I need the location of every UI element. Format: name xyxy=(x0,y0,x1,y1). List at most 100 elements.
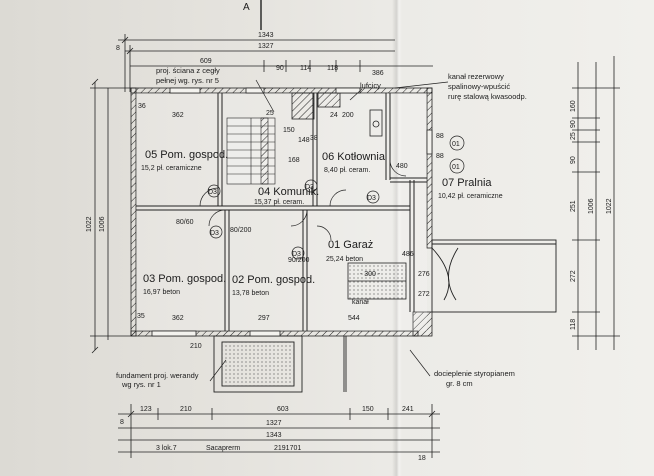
dim-90: 90 xyxy=(276,65,284,72)
interior-walls xyxy=(136,93,427,331)
window-tag: 01 xyxy=(452,164,460,171)
dim-edge-8-top: 8 xyxy=(116,45,120,52)
room-02-name: 02 Pom. gospod. xyxy=(232,274,315,286)
dim-inner-bottom: 1327 xyxy=(266,420,282,427)
foundation-note-1: fundament proj. werandy xyxy=(116,371,199,380)
dim-241: 241 xyxy=(402,406,414,413)
dim-210: 210 xyxy=(180,406,192,413)
top-dimensions xyxy=(118,34,433,92)
room-07-name: 07 Pralnia xyxy=(442,177,492,189)
room-01-name: 01 Garaż xyxy=(328,239,373,251)
dim-362-bottom: 362 xyxy=(172,315,184,322)
room-06-name: 06 Kotłownia xyxy=(322,151,386,163)
dim-overall-right: 1022 xyxy=(606,198,613,214)
dim-90-right-b: 90 xyxy=(570,156,577,164)
room-03-name: 03 Pom. gospod. xyxy=(143,273,226,285)
door-tag: D3 xyxy=(210,230,219,237)
garage-pit xyxy=(347,262,407,300)
door-tag: D3 xyxy=(367,195,376,202)
dim-inner-left: 1006 xyxy=(99,216,106,232)
window-tag: 01 xyxy=(452,141,460,148)
dim-88-b: 88 xyxy=(436,153,444,160)
door-tag: D3 xyxy=(208,189,217,196)
door-tag: D3 xyxy=(305,184,314,191)
dim-35: 35 xyxy=(137,313,145,320)
dim-386: 386 xyxy=(372,70,384,77)
wall-note-1: proj. ściana z cegły xyxy=(156,66,220,75)
dim-480: 480 xyxy=(396,163,408,170)
room-05-name: 05 Pom. gospod. xyxy=(145,149,228,161)
kanal-label: kanał xyxy=(352,299,369,306)
door-tag-group xyxy=(207,179,380,260)
left-dimensions xyxy=(90,78,131,354)
staircase xyxy=(226,117,276,185)
garage-annex xyxy=(431,239,557,313)
dim-168: 168 xyxy=(288,157,300,164)
dim-90-right-a: 90 xyxy=(570,120,577,128)
dim-38: 38 xyxy=(310,135,318,142)
dim-150: 150 xyxy=(283,127,295,134)
dim-276: 276 xyxy=(418,271,430,278)
dim-123: 123 xyxy=(140,406,152,413)
stamp-right: 2191701 xyxy=(274,445,301,452)
paper-fold xyxy=(392,0,402,476)
room-01-info: 25,24 beton xyxy=(326,256,363,263)
room-03-info: 16,97 beton xyxy=(143,289,180,296)
flue-note-3: rurę stalową kwasoodp. xyxy=(448,92,527,101)
foundation-note-2: wg rys. nr 1 xyxy=(121,380,161,389)
insulation-note-2: gr. 8 cm xyxy=(446,379,473,388)
dim-36: 36 xyxy=(138,103,146,110)
door-swings xyxy=(199,159,407,241)
dim-118: 118 xyxy=(327,65,338,72)
dim-overall-top: 1343 xyxy=(258,32,274,39)
dim-90-200: 90/200 xyxy=(288,257,310,264)
dim-272-right: 272 xyxy=(570,270,577,282)
chimney-block xyxy=(291,92,383,137)
dim-114: 114 xyxy=(300,65,311,72)
room-02-info: 13,78 beton xyxy=(232,290,269,297)
dim-544: 544 xyxy=(348,315,360,322)
room-07-info: 10,42 pł. ceramiczne xyxy=(438,193,503,200)
dim-88-a: 88 xyxy=(436,133,444,140)
dim-160: 160 xyxy=(570,100,577,112)
room-04-info: 15,37 pł. ceram. xyxy=(254,199,304,206)
flue-note-1: kanał rezerwowy xyxy=(448,72,504,81)
room-06-info: 8,40 pł. ceram. xyxy=(324,167,370,174)
insulation-note-1: docieplenie styropianem xyxy=(434,369,515,378)
dim-overall-bottom: 1343 xyxy=(266,432,282,439)
dim-272-small: 272 xyxy=(418,291,430,298)
room-04-name: 04 Komunik. xyxy=(258,186,319,198)
dim-80-200: 80/200 xyxy=(230,227,252,234)
dim-edge-18: 18 xyxy=(418,455,426,462)
veranda-foundation xyxy=(213,335,347,393)
window-tag-group xyxy=(449,135,465,174)
stamp-left: 3 lok.7 xyxy=(156,445,177,452)
outer-walls xyxy=(130,87,433,337)
dim-200: 200 xyxy=(342,112,354,119)
dim-251: 251 xyxy=(570,200,577,212)
dim-24: 24 xyxy=(330,112,338,119)
top-windows xyxy=(151,87,433,337)
bottom-dimensions xyxy=(118,404,440,458)
room-05-info: 15,2 pł. ceramiczne xyxy=(141,165,202,172)
dim-297: 297 xyxy=(258,315,270,322)
dim-486: 486 xyxy=(402,251,414,258)
dim-148: 148 xyxy=(298,137,310,144)
flue-note-2: spalinowy-wpuścić xyxy=(448,82,510,91)
dim-118-right: 118 xyxy=(570,319,577,330)
dim-inner-top: 1327 xyxy=(258,43,274,50)
dim-80-60: 80/60 xyxy=(176,219,194,226)
dim-210-small: 210 xyxy=(190,343,202,350)
dim-inner-right: 1006 xyxy=(588,198,595,214)
dim-150-bottom: 150 xyxy=(362,406,374,413)
dim-overall-left: 1022 xyxy=(86,216,93,232)
garage-pit-label: - 300 - xyxy=(360,271,381,278)
leader-lines xyxy=(209,79,449,382)
dim-609: 609 xyxy=(200,58,212,65)
dim-362-top: 362 xyxy=(172,112,184,119)
wall-note-2: pełnej wg. rys. nr 5 xyxy=(156,76,219,85)
chimney-note: lufcicy xyxy=(360,81,381,90)
right-dimensions xyxy=(572,56,620,350)
